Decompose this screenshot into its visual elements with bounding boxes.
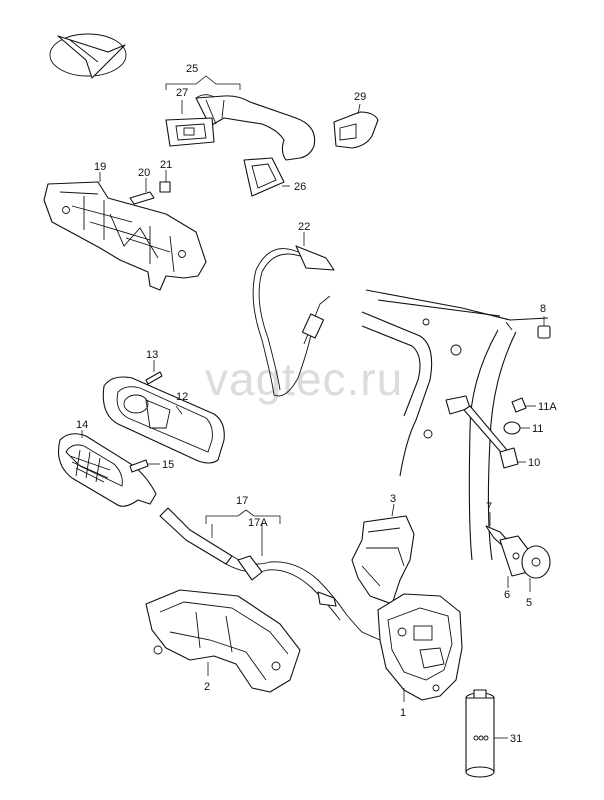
callout-31: 31	[510, 733, 522, 745]
direction-arrow-logo	[49, 33, 127, 79]
callout-27: 27	[176, 87, 188, 99]
handle-gasket-part-26	[243, 157, 290, 197]
inner-handle-part-14	[57, 430, 157, 507]
screw-part-15	[129, 459, 160, 473]
callout-21: 21	[160, 159, 172, 171]
callout-15: 15	[162, 459, 174, 471]
handle-trim-part-27	[165, 117, 215, 147]
callout-11a: 11A	[538, 401, 557, 413]
callout-13: 13	[146, 349, 158, 361]
grease-can-part-31	[465, 689, 508, 778]
bolt-part-10	[463, 405, 526, 469]
inner-panel-carrier-part-2	[145, 589, 301, 693]
bracket-17	[205, 509, 281, 524]
nut-part-11	[503, 421, 530, 435]
callout-19: 19	[94, 161, 106, 173]
callout-29: 29	[354, 91, 366, 103]
nut-part-8	[537, 316, 551, 339]
bracket-25	[165, 75, 241, 90]
screw-part-21	[159, 170, 171, 193]
handle-carrier-part-19	[43, 172, 207, 291]
callout-22: 22	[298, 221, 310, 233]
callout-12: 12	[176, 391, 188, 403]
cap-part-29	[333, 103, 379, 149]
screw-part-20	[129, 178, 155, 205]
callout-10: 10	[528, 457, 540, 469]
callout-25: 25	[186, 63, 198, 75]
callout-5: 5	[526, 597, 532, 609]
callout-7: 7	[486, 501, 492, 513]
door-lock-part-1	[361, 593, 463, 702]
callout-26: 26	[294, 181, 306, 193]
nut-part-11a	[511, 397, 536, 413]
callout-2: 2	[204, 681, 210, 693]
cable-part-17	[159, 507, 363, 633]
callout-17: 17	[236, 495, 248, 507]
callout-8: 8	[540, 303, 546, 315]
callout-3: 3	[390, 493, 396, 505]
callout-17a: 17A	[248, 517, 268, 529]
callout-1: 1	[400, 707, 406, 719]
handle-bezel-part-12	[102, 376, 225, 464]
callout-14: 14	[76, 419, 88, 431]
screw-part-13	[145, 360, 163, 385]
callout-20: 20	[138, 167, 150, 179]
striker-part-5	[521, 545, 551, 592]
cover-part-3	[351, 503, 415, 605]
callout-6: 6	[504, 589, 510, 601]
grab-handle-part-25	[195, 94, 316, 161]
cable-part-22	[252, 232, 335, 397]
callout-11: 11	[532, 423, 543, 435]
